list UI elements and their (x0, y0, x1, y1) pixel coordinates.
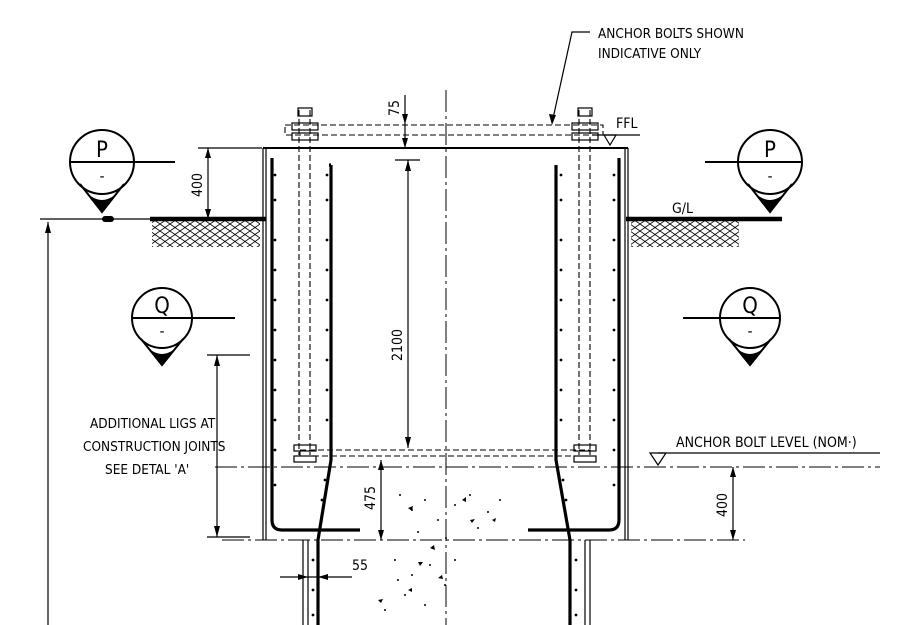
dim-55: 55 (352, 558, 368, 574)
section-marker-q-left: Q - (131, 287, 235, 367)
anchor-bolts-note-line1: ANCHOR BOLTS SHOWN (598, 26, 744, 42)
section-marker-p-left: P - (69, 129, 175, 214)
dim-400-top: 400 (190, 173, 206, 197)
base-plate (284, 124, 604, 136)
dim-75: 75 (387, 100, 403, 116)
ligs-note-line1: ADDITIONAL LIGS AT (90, 416, 216, 432)
dim-475: 475 (363, 486, 379, 510)
svg-text:-: - (748, 322, 753, 340)
section-marker-p-right: P - (705, 129, 803, 214)
svg-text:-: - (768, 167, 773, 185)
outer-bar-left (270, 158, 360, 532)
anchor-bolts-note-line2: INDICATIVE ONLY (598, 46, 702, 62)
lig-dots (273, 173, 616, 617)
anchor-bolts-leader-arrow (549, 114, 556, 125)
ffl-label: FFL (616, 116, 638, 132)
main-bar-right (554, 165, 572, 625)
anchor-nuts (291, 107, 599, 463)
anchor-bolt-level-label: ANCHOR BOLT LEVEL (NOM·) (676, 435, 857, 451)
outer-bar-right (528, 158, 621, 532)
svg-text:-: - (160, 322, 165, 340)
ground-level-label: G/L (672, 201, 693, 217)
dim-400-right: 400 (715, 493, 731, 517)
svg-text:Q: Q (154, 294, 170, 319)
main-bar-left (316, 165, 333, 625)
svg-text:-: - (100, 167, 105, 185)
svg-text:P: P (96, 138, 108, 163)
anchor-bolts-leader (551, 31, 590, 124)
section-marker-q-right: Q - (683, 287, 781, 367)
ligs-note-line2: CONSTRUCTION JOINTS (83, 439, 226, 455)
concrete-infill (378, 494, 501, 611)
anchor-plate-bottom (299, 449, 591, 457)
ground-break-mark (102, 216, 114, 222)
anchor-bolt-level-triangle (648, 452, 668, 467)
svg-text:P: P (764, 138, 776, 163)
dim-2100: 2100 (390, 329, 406, 361)
svg-text:Q: Q (742, 294, 758, 319)
ground-hatch-left (152, 221, 260, 247)
ffl-triangle (602, 134, 618, 147)
ground-hatch-right (631, 221, 739, 247)
ligs-note-line3: SEE DETAL 'A' (105, 462, 189, 478)
